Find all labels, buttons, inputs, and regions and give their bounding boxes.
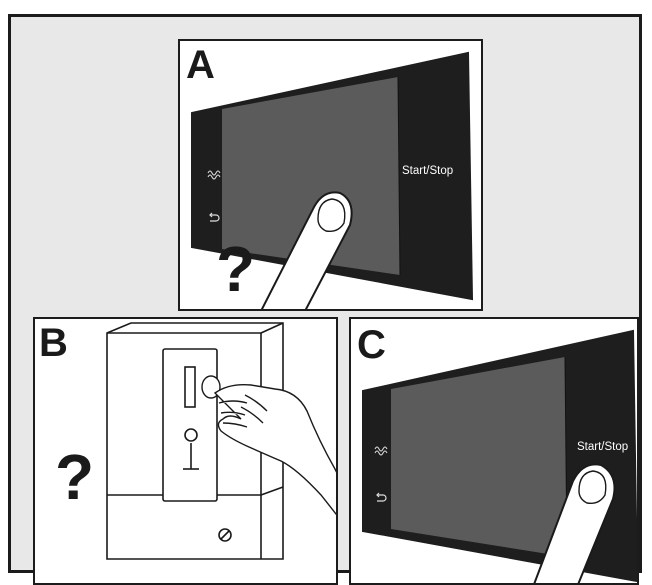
question-mark-a: ? [216,233,256,305]
start-stop-label: Start/Stop [577,441,628,453]
wash-icon [374,446,388,456]
question-mark-b: ? [55,441,95,513]
panel-b-letter: B [39,321,68,365]
panel-a-letter: A [186,43,215,87]
finger-tap-icon [533,463,616,583]
back-arrow-icon [376,492,387,502]
panel-c: Start/Stop C [349,317,639,585]
control-display-c [362,329,637,583]
illustration-frame: Start/Stop A ? [8,14,642,585]
start-stop-label: Start/Stop [402,165,453,177]
hand-inserting-coin-icon [201,375,336,516]
wash-icon [207,170,221,180]
panel-c-letter: C [357,323,386,367]
panel-a-illustration: Start/Stop [191,51,474,309]
panel-b-illustration [106,322,336,560]
panel-b: B ? [33,317,338,585]
panel-a: Start/Stop A ? [178,39,483,311]
back-arrow-icon [209,212,220,222]
panel-c-illustration: Start/Stop [362,329,637,583]
control-display-a [191,51,474,301]
finger-tap-icon [260,191,353,309]
